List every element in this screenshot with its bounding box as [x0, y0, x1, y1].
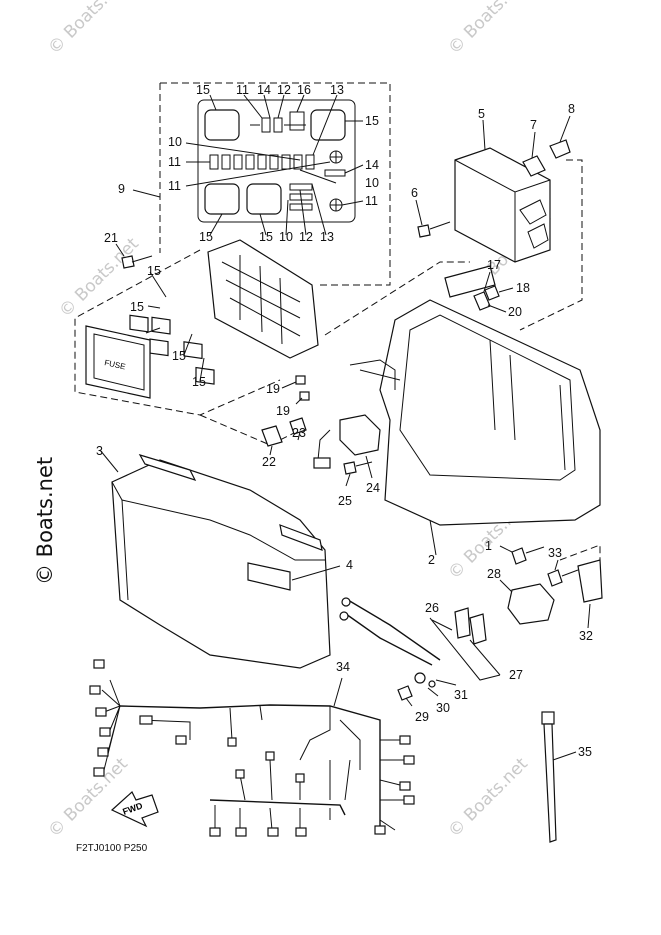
callout-5: 5: [478, 107, 485, 121]
callout-10-bottom: 10: [279, 230, 293, 244]
watermark-top-left: © Boats.net: [44, 0, 132, 59]
diagram-code: F2TJ0100 P250: [76, 843, 148, 854]
callout-11-mid-left: 11: [168, 155, 181, 169]
ecu-module: [415, 115, 583, 331]
callout-1: 1: [485, 539, 492, 553]
watermark-top-right: © Boats.net: [444, 0, 532, 59]
callout-15-relay-c: 15: [172, 349, 186, 363]
callout-16: 16: [297, 83, 311, 97]
fuse-box-assembly: FUSE: [85, 239, 319, 399]
callout-15-relay-d: 15: [192, 375, 206, 389]
callout-3: 3: [96, 444, 103, 458]
callout-20: 20: [508, 305, 522, 319]
callout-26: 26: [425, 601, 439, 615]
callout-4: 4: [346, 558, 353, 572]
callout-21: 21: [104, 231, 118, 245]
callout-13-top: 13: [330, 83, 344, 97]
right-small-parts: [499, 544, 603, 629]
callout-30: 30: [436, 701, 450, 715]
callout-9: 9: [118, 182, 125, 196]
callout-12-top: 12: [277, 83, 291, 97]
callout-32: 32: [579, 629, 593, 643]
callout-10-right: 10: [365, 176, 379, 190]
callout-25: 25: [338, 494, 352, 508]
callout-labels: 15 11 14 12 16 13 15 10 14 11 10 11 9 11…: [96, 83, 593, 759]
callout-17: 17: [487, 258, 501, 272]
relay-panel-detail: [132, 94, 364, 236]
callout-2: 2: [428, 553, 435, 567]
watermark-bottom-left: © Boats.net: [44, 754, 132, 842]
callout-15-top-right: 15: [365, 114, 379, 128]
callout-19-lower: 19: [276, 404, 290, 418]
callout-8: 8: [568, 102, 575, 116]
callout-33: 33: [548, 546, 562, 560]
watermark-bottom-right: © Boats.net: [444, 754, 532, 842]
fuse-cover-label: FUSE: [104, 358, 127, 371]
callout-6: 6: [411, 186, 418, 200]
small-parts-cluster: [261, 375, 381, 487]
callout-35: 35: [578, 745, 592, 759]
callout-15-relay-b: 15: [130, 300, 144, 314]
callout-11-lower-left: 11: [168, 179, 181, 193]
callout-18: 18: [516, 281, 530, 295]
callout-23: 23: [292, 426, 306, 440]
cover-panel: [99, 449, 341, 669]
callout-11-right: 11: [365, 194, 378, 208]
callout-13-bottom: 13: [320, 230, 334, 244]
forward-direction-arrow: FWD: [110, 791, 159, 828]
callout-19-upper: 19: [266, 382, 280, 396]
wiring-harness: [89, 659, 415, 837]
cable-tie: [541, 711, 577, 843]
callout-29: 29: [415, 710, 429, 724]
callout-24: 24: [366, 481, 380, 495]
callout-22: 22: [262, 455, 276, 469]
callout-12-bottom: 12: [299, 230, 313, 244]
callout-14-right: 14: [365, 158, 379, 172]
callout-11-top: 11: [236, 83, 249, 97]
callout-15-top-left: 15: [196, 83, 210, 97]
callout-7: 7: [530, 118, 537, 132]
callout-15-bottom-mid: 15: [259, 230, 273, 244]
watermark-large-vertical: © Boats.net: [33, 457, 57, 585]
callout-34: 34: [336, 660, 350, 674]
electrical-box: [349, 265, 601, 556]
callout-28: 28: [487, 567, 501, 581]
callout-10-upper: 10: [168, 135, 182, 149]
fuse-cover: FUSE: [85, 325, 151, 399]
callout-14-top: 14: [257, 83, 271, 97]
callout-15-bottom-left: 15: [199, 230, 213, 244]
battery-cables: [339, 597, 501, 707]
callout-27: 27: [509, 668, 523, 682]
callout-15-relay-a: 15: [147, 264, 161, 278]
fuse-assembly-outline: [74, 82, 470, 446]
callout-31: 31: [454, 688, 468, 702]
